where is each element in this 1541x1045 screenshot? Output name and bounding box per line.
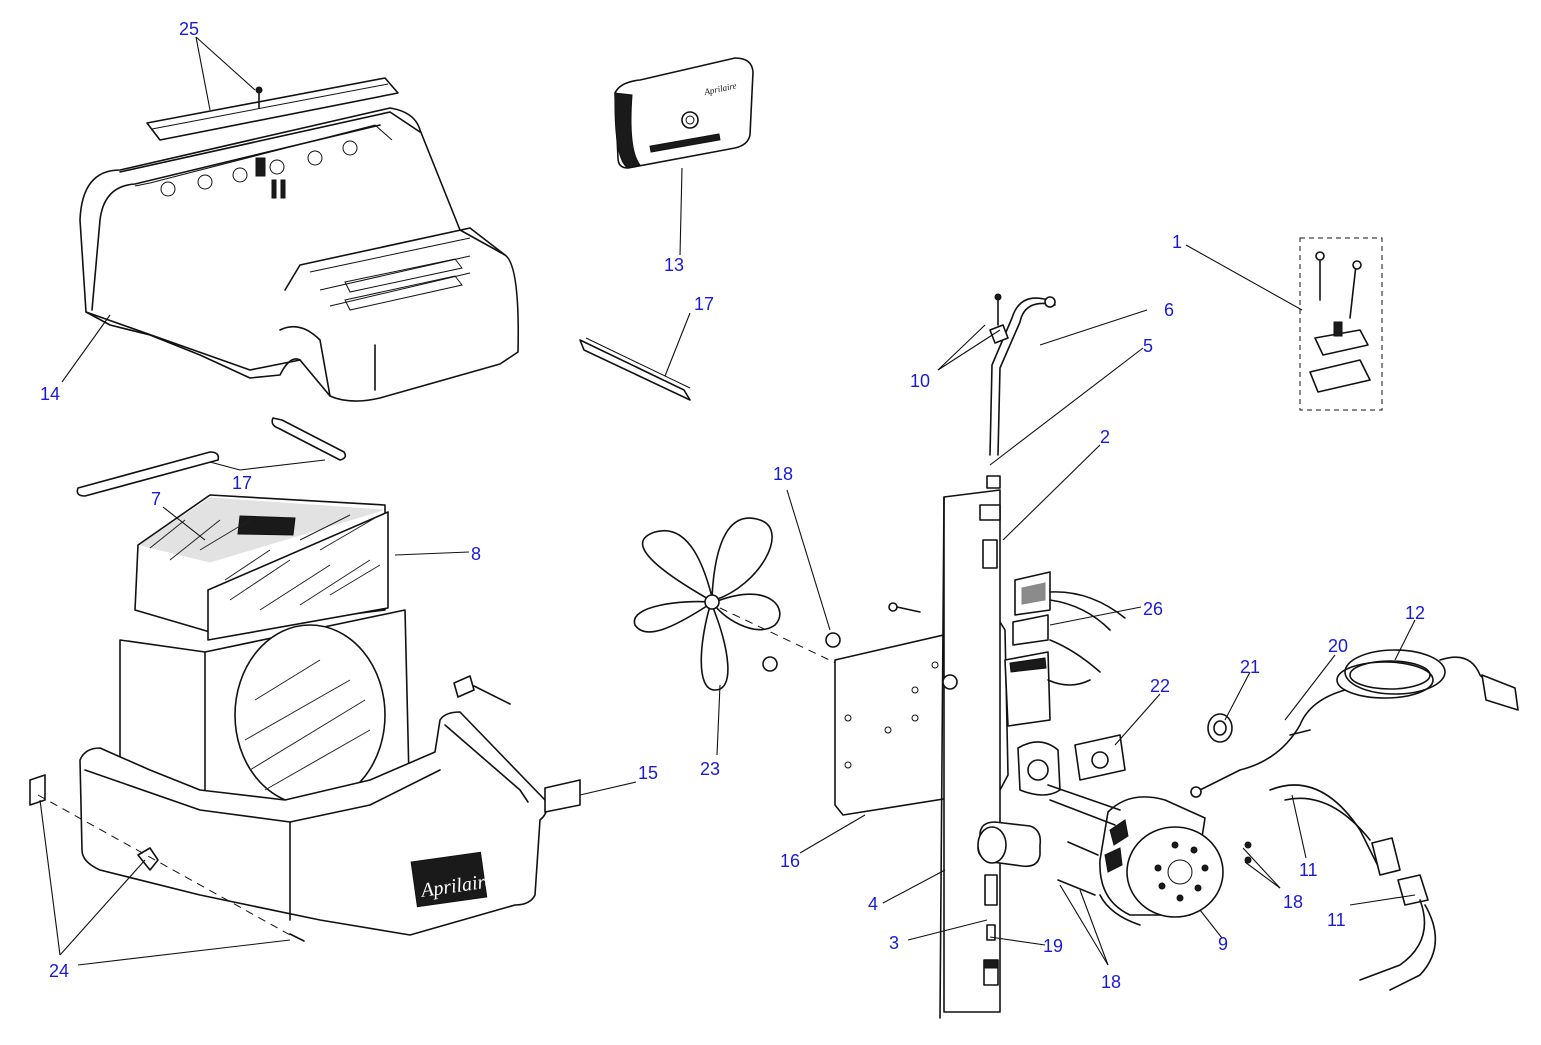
electrical-components [1004, 571, 1126, 796]
callout-17-left: 17 [232, 473, 252, 493]
callout-13: 13 [664, 255, 684, 275]
callout-26: 26 [1143, 599, 1163, 619]
screws-hardware [762, 602, 1252, 896]
terminal-block [1299, 237, 1383, 411]
callout-17-top: 17 [694, 294, 714, 314]
callout-5: 5 [1143, 336, 1153, 356]
callout-2: 2 [1100, 427, 1110, 447]
callout-20: 20 [1328, 636, 1348, 656]
callout-1: 1 [1172, 232, 1182, 252]
callout-18-bottom: 18 [1101, 972, 1121, 992]
power-cord [1190, 649, 1519, 798]
cover-assembly [79, 77, 520, 402]
callout-23: 23 [700, 759, 720, 779]
callout-8: 8 [471, 544, 481, 564]
callout-10: 10 [910, 371, 930, 391]
callout-14: 14 [40, 384, 60, 404]
callout-16: 16 [780, 851, 800, 871]
callout-18-fan: 18 [773, 464, 793, 484]
housing-base: Aprilaire [29, 609, 581, 942]
callout-9: 9 [1218, 934, 1228, 954]
callout-25: 25 [179, 19, 199, 39]
callout-4: 4 [868, 894, 878, 914]
callout-11-top: 11 [1299, 860, 1318, 880]
callout-18-right: 18 [1283, 892, 1303, 912]
callout-6: 6 [1164, 300, 1174, 320]
leader-lines [39, 36, 1416, 966]
motor [977, 784, 1224, 926]
callout-labels: 25 13 1 6 17 5 10 2 14 17 18 7 8 26 12 2… [40, 19, 1425, 992]
callout-24: 24 [49, 961, 69, 981]
orifice-assembly [983, 874, 999, 986]
callout-3: 3 [889, 933, 899, 953]
callout-7: 7 [151, 489, 161, 509]
channel-strips [76, 337, 691, 497]
callout-15: 15 [638, 763, 658, 783]
water-tube [979, 293, 1056, 569]
callout-21: 21 [1240, 657, 1260, 677]
humidistat-control: Aprilaire [614, 57, 754, 169]
fan-blade [633, 517, 841, 691]
callout-19: 19 [1043, 936, 1063, 956]
evaporator-pad-assembly [134, 494, 389, 641]
callout-22: 22 [1150, 676, 1170, 696]
callout-12: 12 [1405, 603, 1425, 623]
callout-11-bottom: 11 [1327, 910, 1346, 930]
wire-harness [1269, 784, 1437, 991]
